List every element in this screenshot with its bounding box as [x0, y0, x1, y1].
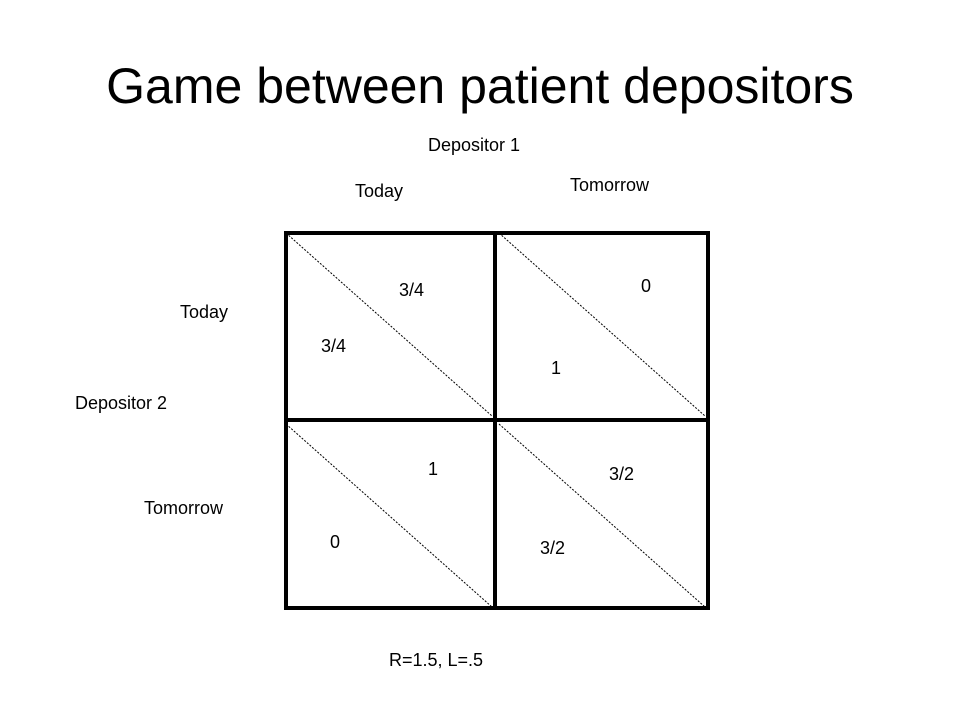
payoff-depositor-2: 1: [551, 358, 562, 378]
payoff-matrix: 3/4 3/4 0 1 1 0 3/2 3/2: [284, 231, 710, 610]
player-row-label: Depositor 2: [75, 393, 168, 413]
payoff-depositor-1: 1: [428, 459, 439, 479]
payoff-depositor-1: 3/4: [399, 280, 425, 300]
payoff-depositor-1: 3/2: [609, 464, 635, 484]
cell-diagonal: [498, 423, 706, 608]
cell-tomorrow-today: 1 0: [284, 422, 494, 609]
cell-diagonal: [285, 232, 493, 417]
column-label-tomorrow: Tomorrow: [570, 175, 650, 195]
matrix-horizontal-divider: [284, 418, 710, 422]
player-column-label: Depositor 1: [428, 135, 521, 155]
cell-today-today: 3/4 3/4: [284, 231, 494, 418]
payoff-depositor-1: 0: [641, 276, 652, 296]
column-label-today: Today: [355, 181, 404, 201]
cell-diagonal: [498, 232, 706, 417]
payoff-depositor-2: 0: [330, 532, 341, 552]
slide-title: Game between patient depositors: [106, 58, 854, 114]
cell-diagonal: [285, 423, 493, 608]
row-label-today: Today: [180, 302, 229, 322]
cell-today-tomorrow: 0 1: [497, 231, 707, 418]
cell-tomorrow-tomorrow: 3/2 3/2: [497, 422, 707, 609]
parameters-footnote: R=1.5, L=.5: [389, 650, 484, 670]
payoff-depositor-2: 3/4: [321, 336, 347, 356]
row-label-tomorrow: Tomorrow: [144, 498, 224, 518]
payoff-depositor-2: 3/2: [540, 538, 566, 558]
